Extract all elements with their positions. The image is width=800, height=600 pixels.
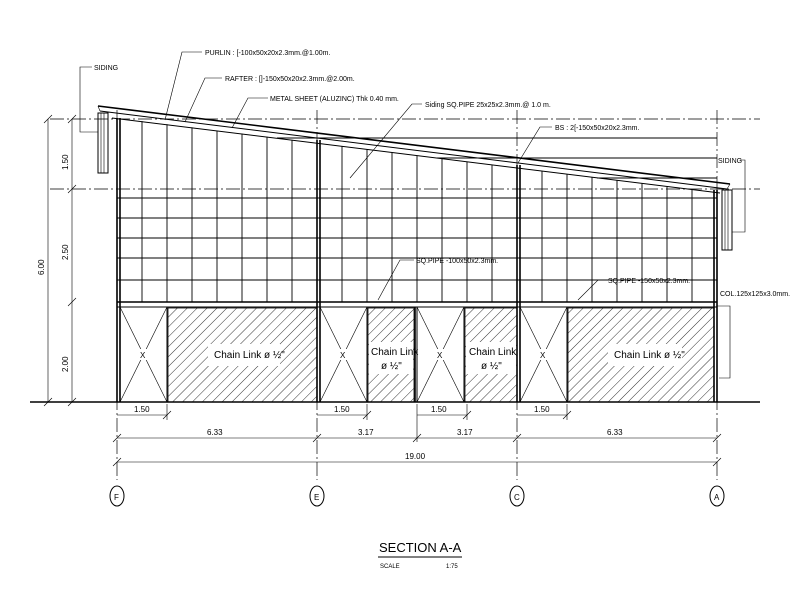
- door-frame-d: [416, 306, 465, 403]
- reference-lines: [50, 110, 760, 480]
- dim-door-4: 1.50: [534, 405, 550, 414]
- annotations: PURLIN : [-100x50x20x2.3mm.@1.00m. RAFTE…: [79, 50, 790, 379]
- dim-vertical-bottom: 2.00: [61, 356, 70, 372]
- gridline-label-f: F: [114, 493, 119, 502]
- dim-overall: 19.00: [405, 452, 426, 461]
- door-frame-f: [119, 306, 168, 403]
- gridline-label-e: E: [314, 493, 319, 502]
- dim-bay-3: 3.17: [457, 428, 473, 437]
- wall-siding-grid: [117, 121, 717, 302]
- col-label: COL.125x125x3.0mm.: [720, 291, 790, 298]
- dim-door-1: 1.50: [134, 405, 150, 414]
- chain-link-label-1: Chain Link ø ½": [214, 350, 285, 361]
- door-x-mark-4: X: [540, 351, 546, 360]
- metal-sheet-label: METAL SHEET (ALUZINC) Thk 0.40 mm.: [270, 96, 399, 103]
- sqpipe-right-label: SQ.PIPE -150x50x2.3mm.: [608, 278, 690, 285]
- dim-bay-4: 6.33: [607, 428, 623, 437]
- title-block: SECTION A-A SCALE 1:75: [378, 540, 462, 570]
- door-frame-e: [319, 306, 368, 403]
- door-x-mark-3: X: [437, 351, 443, 360]
- scale-value: 1:75: [446, 564, 458, 570]
- door-x-mark-2: X: [340, 351, 346, 360]
- chain-link-label-4: Chain Link ø ½": [614, 350, 685, 361]
- purlin-label: PURLIN : [-100x50x20x2.3mm.@1.00m.: [205, 50, 330, 57]
- scale-label: SCALE: [380, 564, 400, 570]
- vertical-dimensions: 6.00 1.50 2.50 2.00: [37, 114, 77, 407]
- chain-link-label-2b: ø ½": [381, 361, 402, 372]
- lower-panels: Chain Link ø ½" Chain Link ø ½" Chain Li…: [119, 306, 715, 403]
- dim-door-2: 1.50: [334, 405, 350, 414]
- gridline-label-a: A: [714, 493, 720, 502]
- door-frame-c: [519, 306, 568, 403]
- door-x-mark-1: X: [140, 351, 146, 360]
- horizontal-dimensions: 1.50 1.50 1.50 1.50 6.33 3.17 3.17 6.33 …: [112, 404, 722, 467]
- dim-vertical-total: 6.00: [37, 259, 46, 275]
- gridline-bubbles: F E C A: [109, 485, 725, 507]
- section-title: SECTION A-A: [379, 540, 462, 555]
- siding-panels: [97, 112, 733, 251]
- siding-pipe-label: Siding SQ.PIPE 25x25x2.3mm.@ 1.0 m.: [425, 102, 551, 109]
- bs-label: BS : 2[-150x50x20x2.3mm.: [555, 125, 639, 132]
- rafter-label: RAFTER : []-150x50x20x2.3mm.@2.00m.: [225, 76, 355, 83]
- siding-left-label: SIDING: [94, 65, 118, 72]
- siding-right-label: SIDING: [718, 158, 742, 165]
- roof: [97, 105, 731, 194]
- dim-bay-1: 6.33: [207, 428, 223, 437]
- sqpipe-mid-label: SQ.PIPE -100x50x2.3mm.: [416, 258, 498, 265]
- chain-link-label-3b: ø ½": [481, 361, 502, 372]
- dim-bay-2: 3.17: [358, 428, 374, 437]
- chain-link-label-2a: Chain Link: [371, 347, 419, 358]
- dim-vertical-top: 1.50: [61, 154, 70, 170]
- gridline-label-c: C: [514, 493, 520, 502]
- chain-link-label-3a: Chain Link: [469, 347, 517, 358]
- dim-door-3: 1.50: [431, 405, 447, 414]
- dim-vertical-mid: 2.50: [61, 244, 70, 260]
